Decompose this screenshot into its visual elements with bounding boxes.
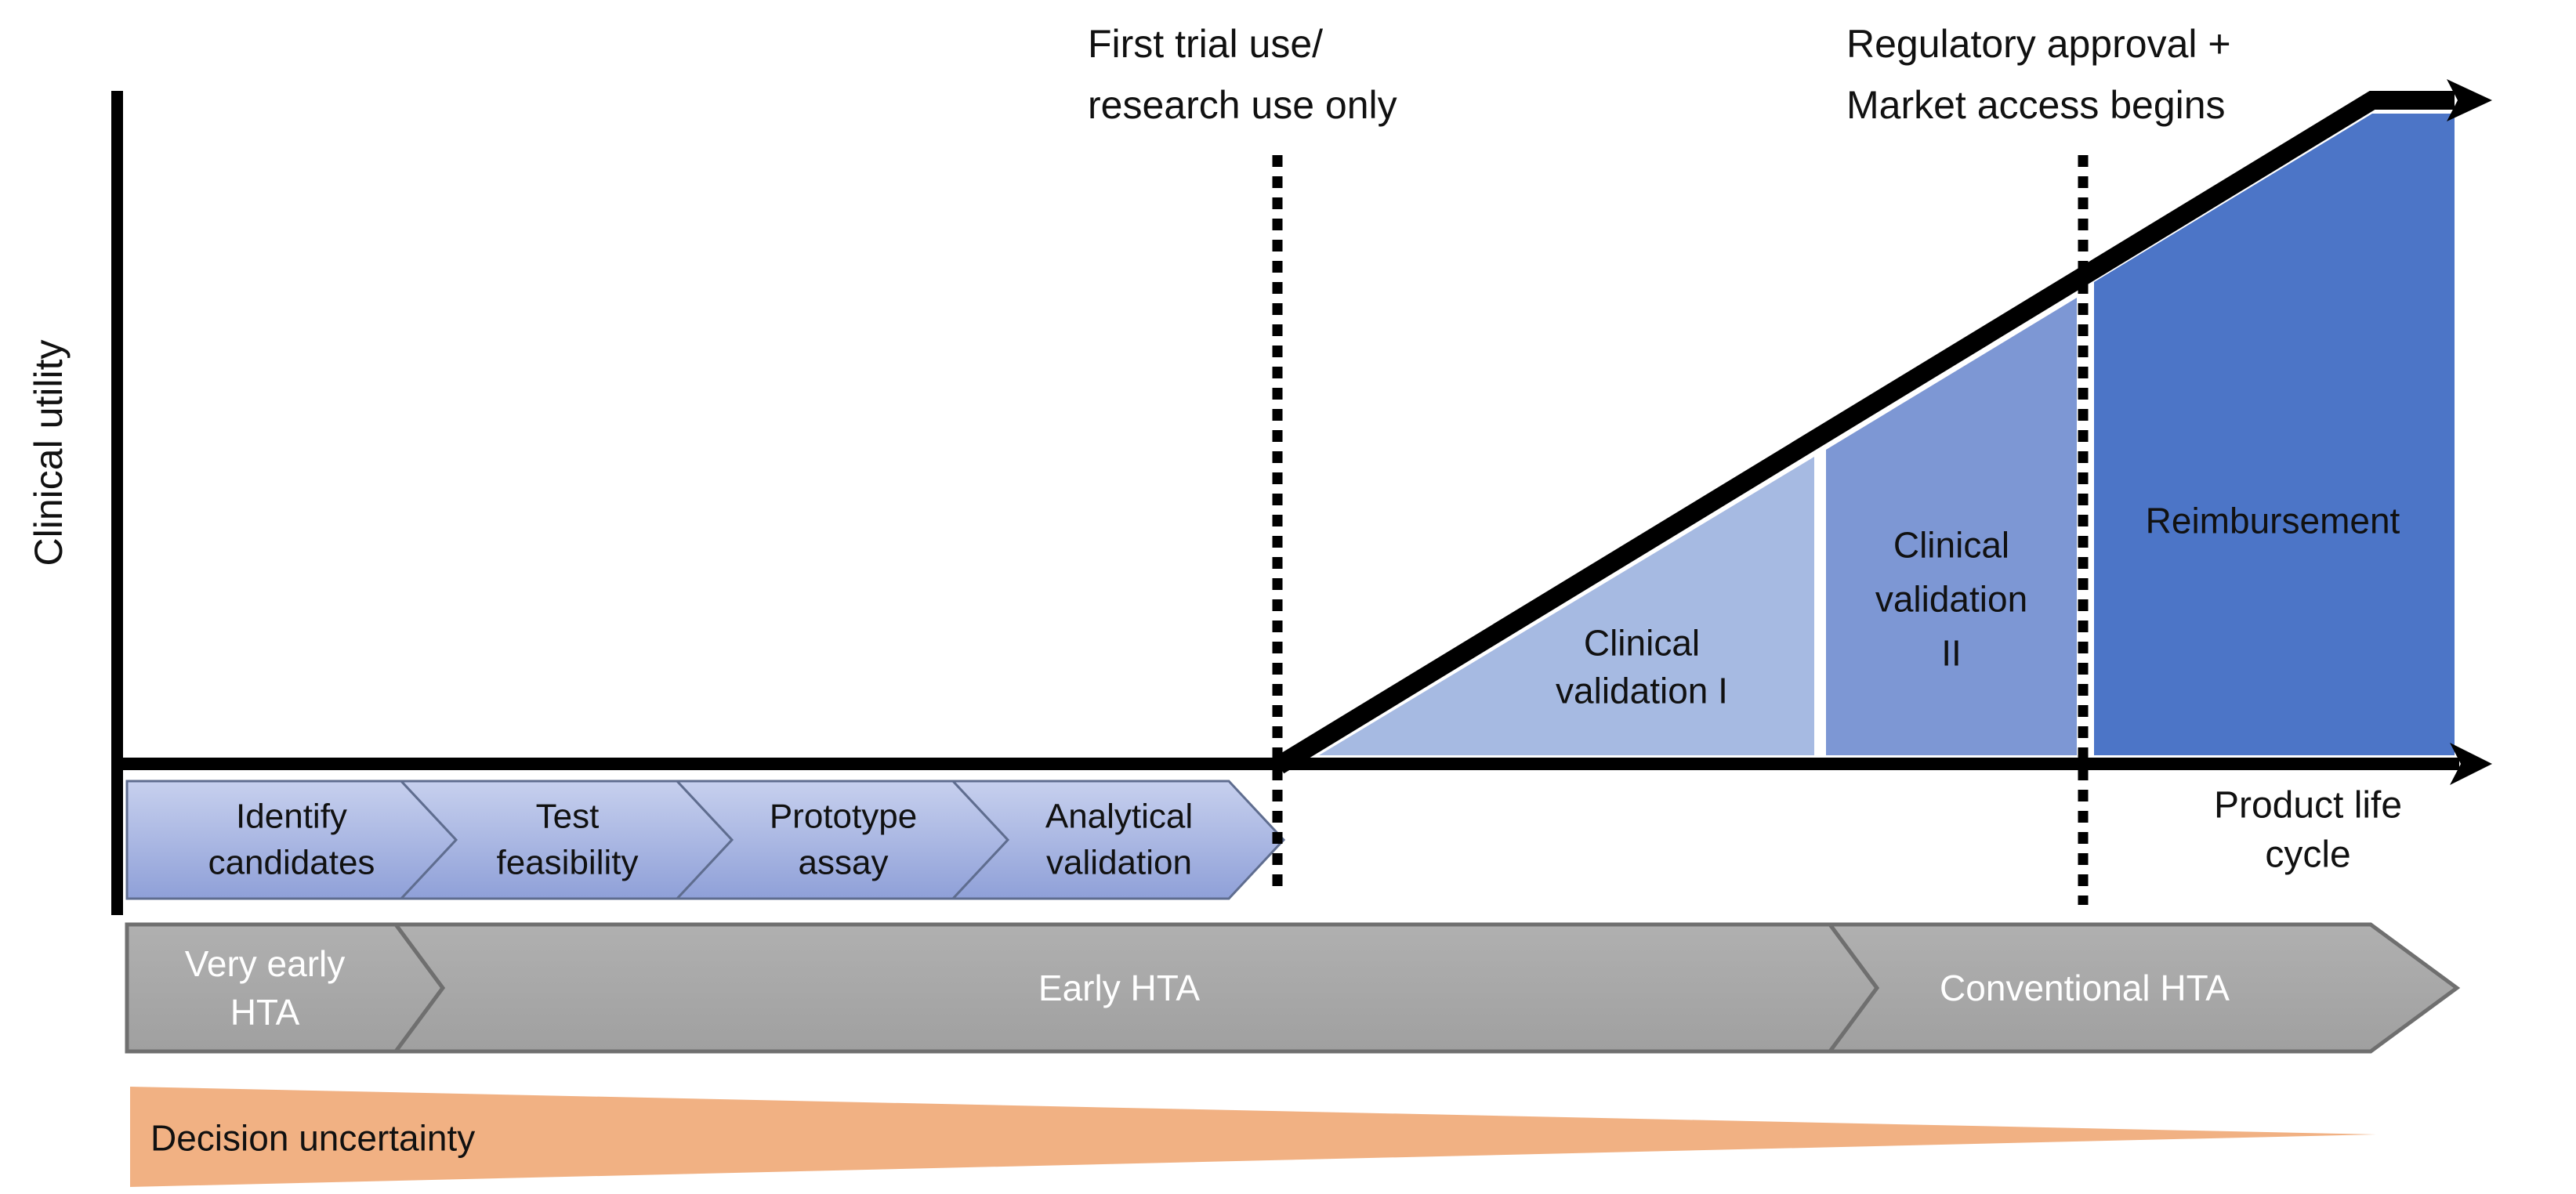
chevron-conventional-hta xyxy=(1826,922,2461,1054)
hta-label-early: Early HTA xyxy=(1038,967,1201,1008)
reimbursement-label: Reimbursement xyxy=(2145,500,2400,541)
dev-stage-label-prototype-assay: Prototype assay xyxy=(769,797,918,882)
clinical-validation-1-region xyxy=(1319,457,1814,755)
dev-stage-label-analytical-validation: Analytical validation xyxy=(1045,797,1194,882)
dev-stage-chevrons xyxy=(125,780,1286,900)
x-axis-title: Product life cycle xyxy=(2213,784,2403,876)
dev-stage-label-identify-candidates: Identify candidates xyxy=(208,797,375,882)
clinical-validation-2-label: Clinical validation II xyxy=(1875,524,2028,674)
hta-label-very-early: Very early HTA xyxy=(184,943,346,1033)
decision-uncertainty-wedge xyxy=(130,1087,2376,1187)
utility-growth-arrowhead xyxy=(2447,79,2492,121)
first-trial-annotation: First trial use/ research use only xyxy=(1088,22,1397,127)
dev-stage-label-test-feasibility: Test feasibility xyxy=(496,797,639,882)
utility-growth-line xyxy=(1274,91,2455,774)
chevron-analytical-validation xyxy=(950,780,1286,900)
hta-band-chevrons xyxy=(125,922,2461,1054)
y-axis-line xyxy=(111,91,123,915)
hta-label-conventional: Conventional HTA xyxy=(1940,967,2230,1008)
decision-uncertainty-label: Decision uncertainty xyxy=(150,1117,476,1159)
x-axis-arrowhead xyxy=(2450,743,2492,785)
y-axis-title: Clinical utility xyxy=(27,339,71,566)
reimbursement-region xyxy=(2094,114,2455,755)
clinical-validation-1-label: Clinical validation I xyxy=(1556,622,1728,711)
clinical-validation-2-region xyxy=(1826,298,2077,755)
regulatory-annotation: Regulatory approval + Market access begi… xyxy=(1846,22,2231,127)
